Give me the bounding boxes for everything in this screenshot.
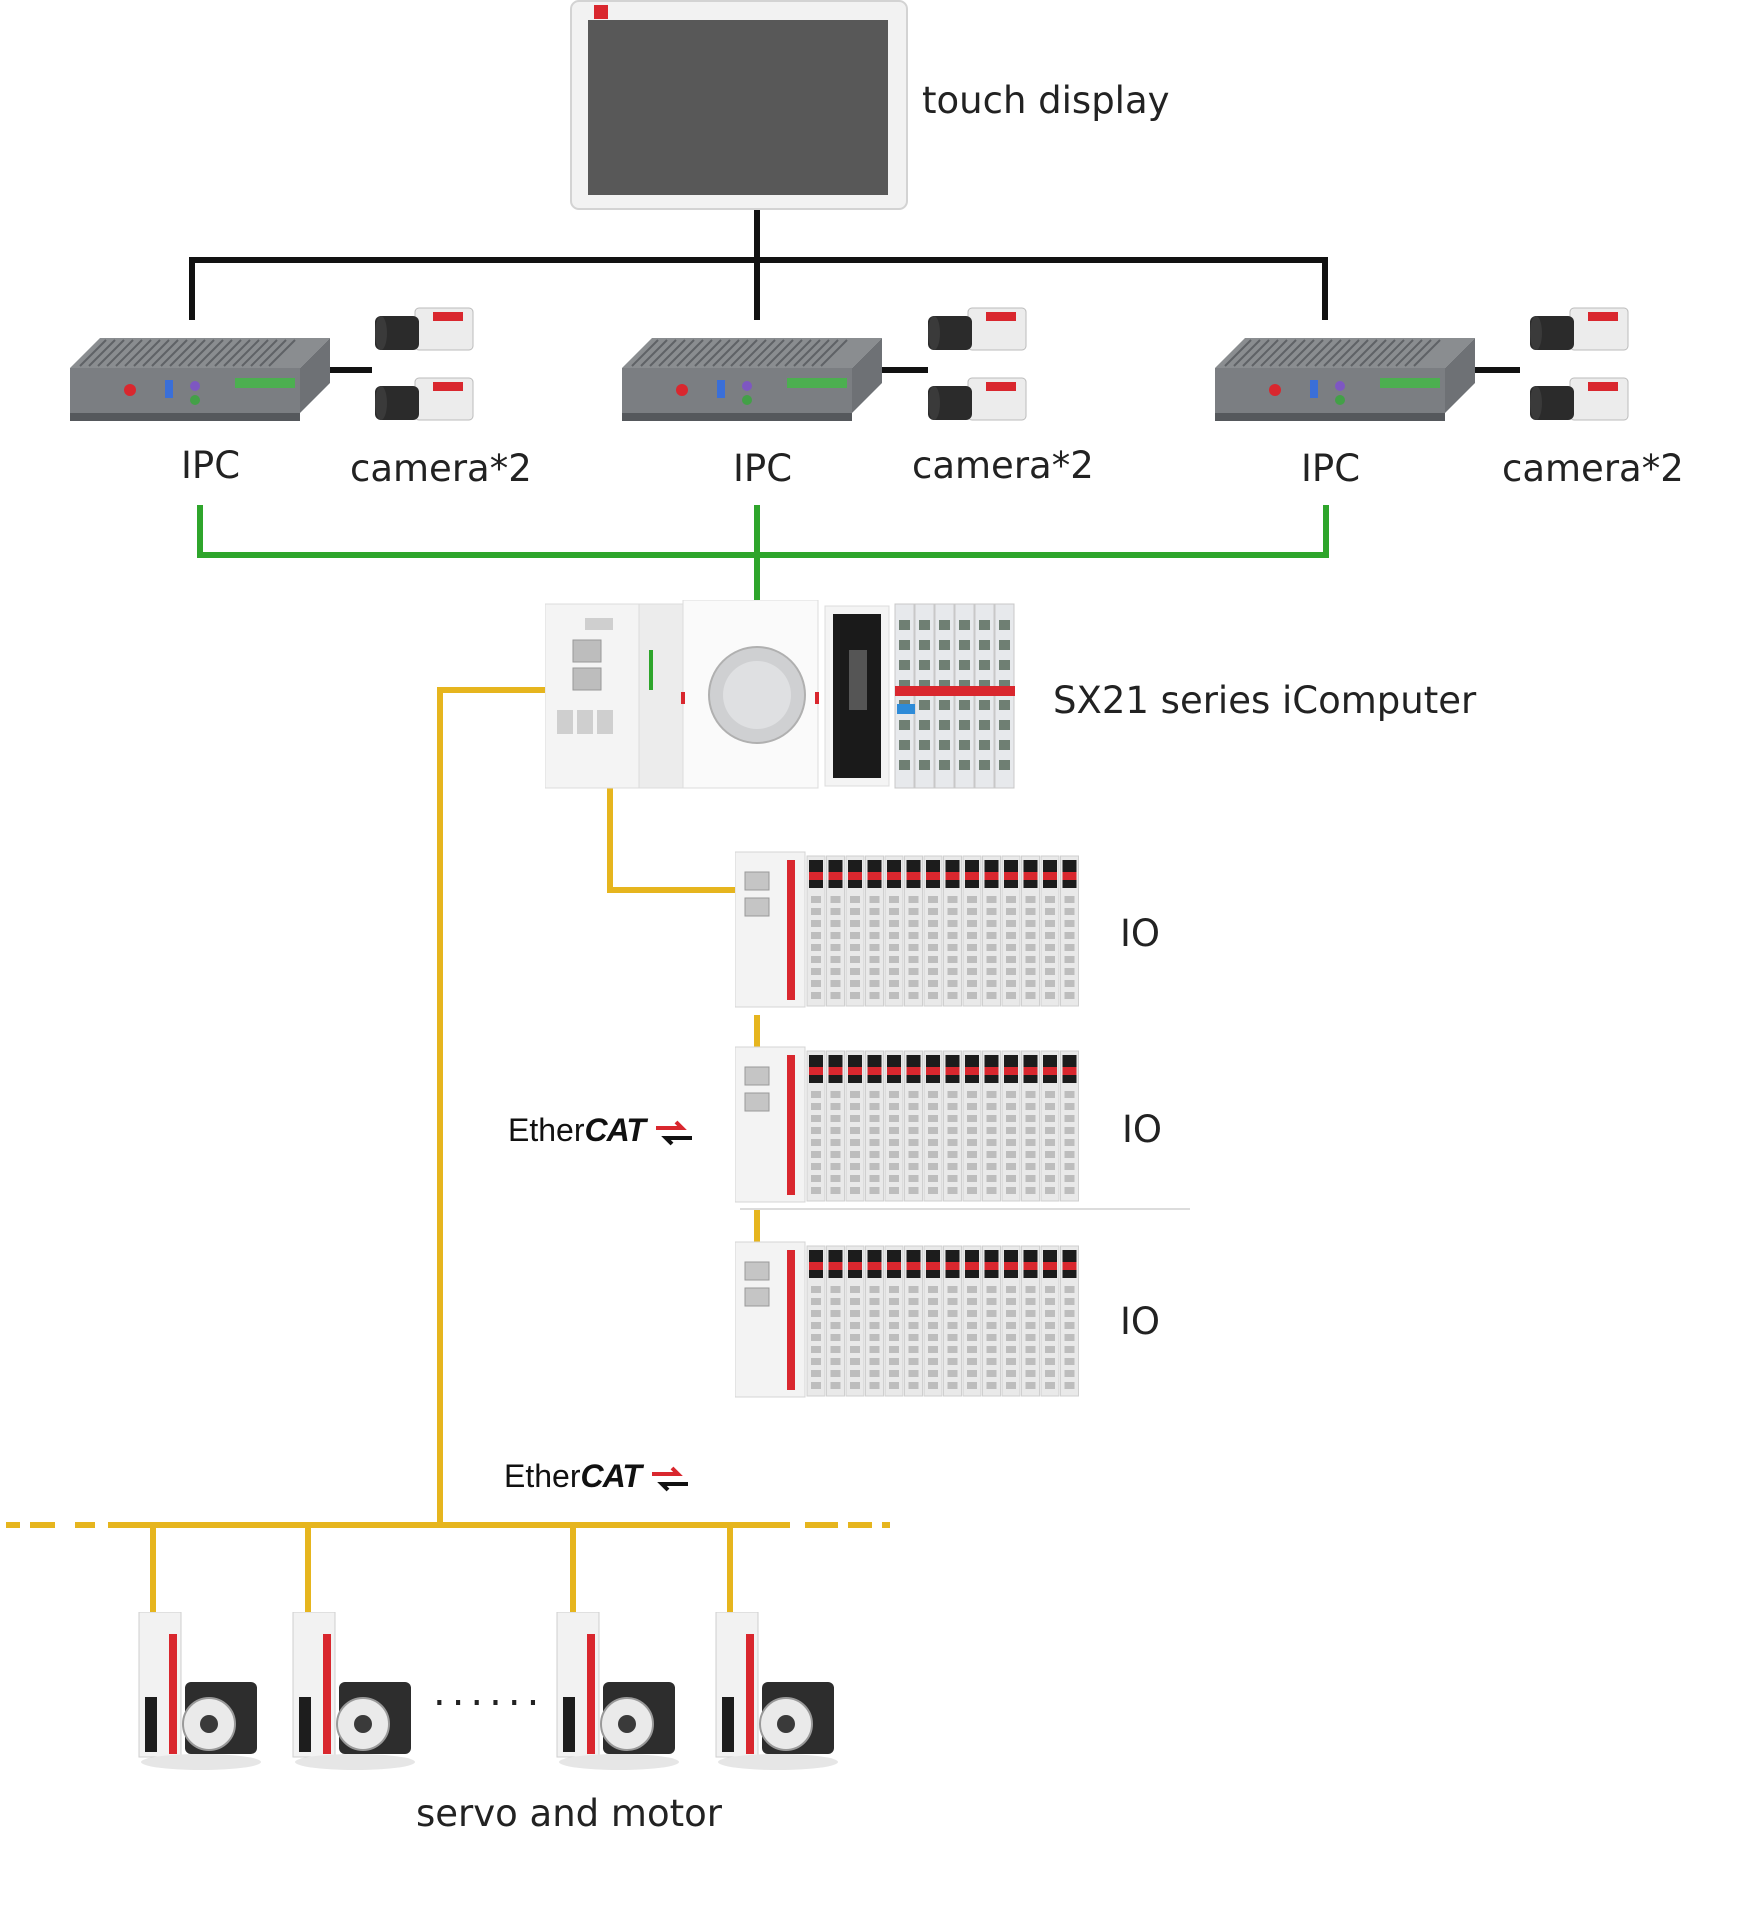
io-label-3: IO — [1120, 1300, 1161, 1343]
camera-pair-1 — [375, 307, 474, 421]
ipc-device-3 — [1215, 338, 1475, 421]
servo-motor-2 — [292, 1612, 415, 1770]
ethercat-logo-1: EtherCAT — [508, 1114, 694, 1146]
io-module-3 — [735, 1241, 1079, 1398]
ipc-label-2: IPC — [733, 447, 793, 490]
ethercat-prefix: Ether — [508, 1112, 585, 1148]
io-label-2: IO — [1122, 1108, 1163, 1151]
ipc-to-icomputer-link — [197, 505, 1329, 600]
ellipsis: ...... — [433, 1669, 546, 1715]
ethercat-arrows-icon — [651, 1466, 688, 1491]
camera-pair-2 — [928, 307, 1027, 421]
ipc-device-1 — [70, 338, 330, 421]
ethercat-link — [6, 687, 890, 1620]
ethercat-suffix: CAT — [584, 1112, 645, 1148]
icomputer-device — [545, 600, 1015, 789]
io-label-1: IO — [1120, 912, 1161, 955]
ethercat-arrows-icon — [655, 1120, 692, 1145]
camera-label-1: camera*2 — [350, 447, 532, 490]
ipc-label-3: IPC — [1301, 447, 1361, 490]
ethercat-logo-2: EtherCAT — [504, 1460, 690, 1492]
servo-label: servo and motor — [416, 1792, 722, 1835]
ipc-device-2 — [622, 338, 882, 421]
brand-logo-icon — [594, 5, 608, 19]
icomputer-io-terminals — [894, 603, 1015, 789]
touch-display-device — [570, 0, 908, 210]
io-module-2 — [735, 1046, 1079, 1203]
ethercat-prefix: Ether — [504, 1458, 581, 1494]
servo-motor-3 — [556, 1612, 679, 1770]
servo-motor-4 — [715, 1612, 838, 1770]
servo-motor-1 — [138, 1612, 261, 1770]
icomputer-label: SX21 series iComputer — [1053, 679, 1477, 722]
ethercat-suffix: CAT — [580, 1458, 641, 1494]
camera-pair-3 — [1530, 307, 1629, 421]
ipc-label-1: IPC — [181, 444, 241, 487]
camera-label-2: camera*2 — [912, 444, 1094, 487]
camera-label-3: camera*2 — [1502, 447, 1684, 490]
io-module-1 — [735, 851, 1079, 1008]
touch-display-label: touch display — [922, 79, 1170, 122]
